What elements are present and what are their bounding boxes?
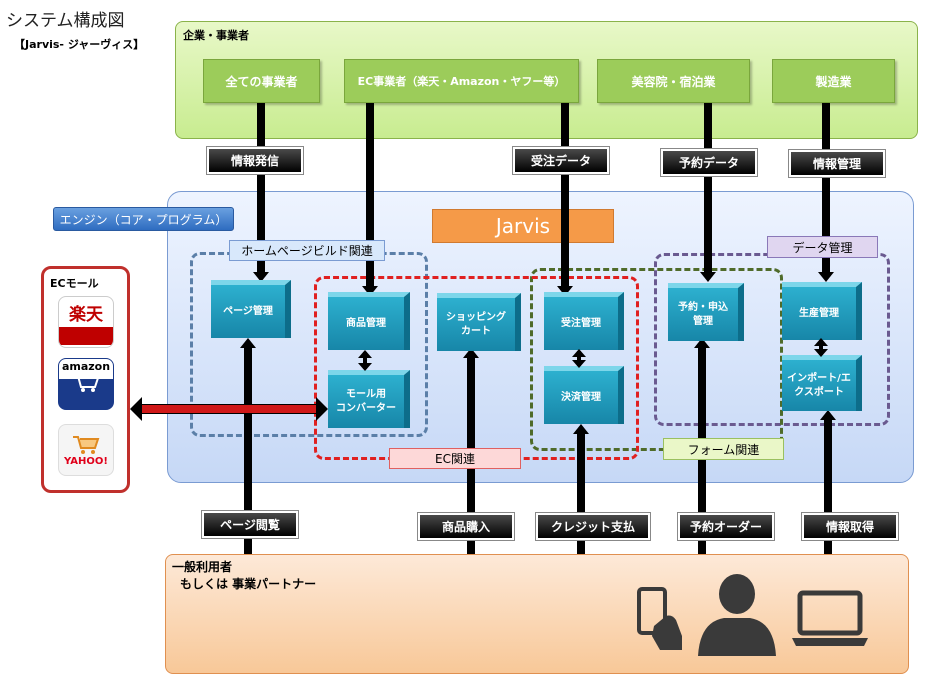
engine-label: エンジン（コア・プログラム） [53,207,234,231]
company-salon-hotel: 美容院・宿泊業 [597,59,750,103]
double-arrow-production-import [814,338,828,357]
group-form [530,268,783,451]
laptop-icon [792,590,868,646]
diagram-subtitle: 【Jarvis- ジャーヴィス】 [14,38,145,51]
module-import-export-line2: クスポート [794,386,844,398]
company-all-businesses: 全ての事業者 [203,59,320,103]
flow-label-purchase: 商品購入 [418,513,514,540]
module-mall-converter: モール用 コンバーター [328,370,410,428]
tag-homepage-build: ホームページビルド関連 [229,240,385,261]
flow-line-info-management [818,103,834,282]
company-ec-businesses: EC事業者（楽天・Amazon・ヤフー等） [344,59,579,103]
jarvis-title: Jarvis [432,209,614,243]
flow-line-info-send [253,103,269,282]
module-reservation-management: 予約・申込 管理 [668,283,744,341]
module-import-export: インポート/エ クスポート [782,355,862,411]
smartphone-icon [637,587,682,650]
amazon-logo-text: amazon [61,359,111,373]
module-reservation-line1: 予約・申込 [678,301,728,313]
flow-line-reservation-data [700,103,716,282]
users-label: 一般利用者 [172,560,233,574]
flow-label-info-get: 情報取得 [802,513,898,540]
flow-label-reservation-data: 予約データ [661,149,757,176]
rakuten-cart-bar [59,326,113,345]
flow-line-info-get [820,410,836,554]
double-arrow-order-payment [572,349,586,368]
flow-line-page-view [240,338,256,554]
module-order-management: 受注管理 [544,292,624,350]
flow-label-credit-payment: クレジット支払 [536,513,650,540]
ecmall-label: ECモール [50,277,99,290]
module-shopping-cart-line1: ショッピング [446,311,506,323]
flow-label-info-management: 情報管理 [789,150,885,177]
yahoo-logo: YAHOO! [58,424,114,476]
company-manufacturing: 製造業 [772,59,895,103]
module-mall-converter-line2: コンバーター [336,402,396,414]
flow-line-order-data [557,103,573,296]
tag-form: フォーム関連 [663,438,784,460]
module-page-management: ページ管理 [211,280,291,338]
amazon-logo: amazon [58,358,114,410]
flow-label-page-view: ページ閲覧 [202,511,298,538]
yahoo-logo-text: YAHOO! [64,455,108,467]
tag-data-management: データ管理 [767,236,878,258]
tag-ec: EC関連 [389,448,521,469]
flow-line-ec-product [362,103,378,296]
cart-icon [73,435,100,454]
cart-icon [73,374,100,392]
module-shopping-cart-line2: カート [461,325,491,337]
diagram-title: システム構成図 [6,11,125,31]
users-panel [165,554,909,674]
rakuten-logo-text: 楽天 [69,304,103,325]
module-production-management: 生産管理 [782,282,862,340]
rakuten-logo: 楽天 [58,296,114,348]
company-label: 企業・事業者 [183,29,249,42]
flow-label-reservation-order: 予約オーダー [678,513,774,540]
module-product-management: 商品管理 [328,292,410,350]
flow-label-info-send: 情報発信 [207,147,303,174]
double-arrow-product-converter [358,350,372,371]
ecmall-connection-arrow [130,397,328,421]
module-reservation-line2: 管理 [693,315,713,327]
users-sublabel: もしくは 事業パートナー [180,577,317,591]
module-shopping-cart: ショッピング カート [437,293,521,351]
module-import-export-line1: インポート/エ [787,372,851,384]
flow-label-order-data: 受注データ [513,147,609,174]
module-mall-converter-line1: モール用 [346,388,386,400]
flow-line-credit [573,424,589,554]
module-payment-management: 決済管理 [544,366,624,424]
user-icon [698,574,776,656]
